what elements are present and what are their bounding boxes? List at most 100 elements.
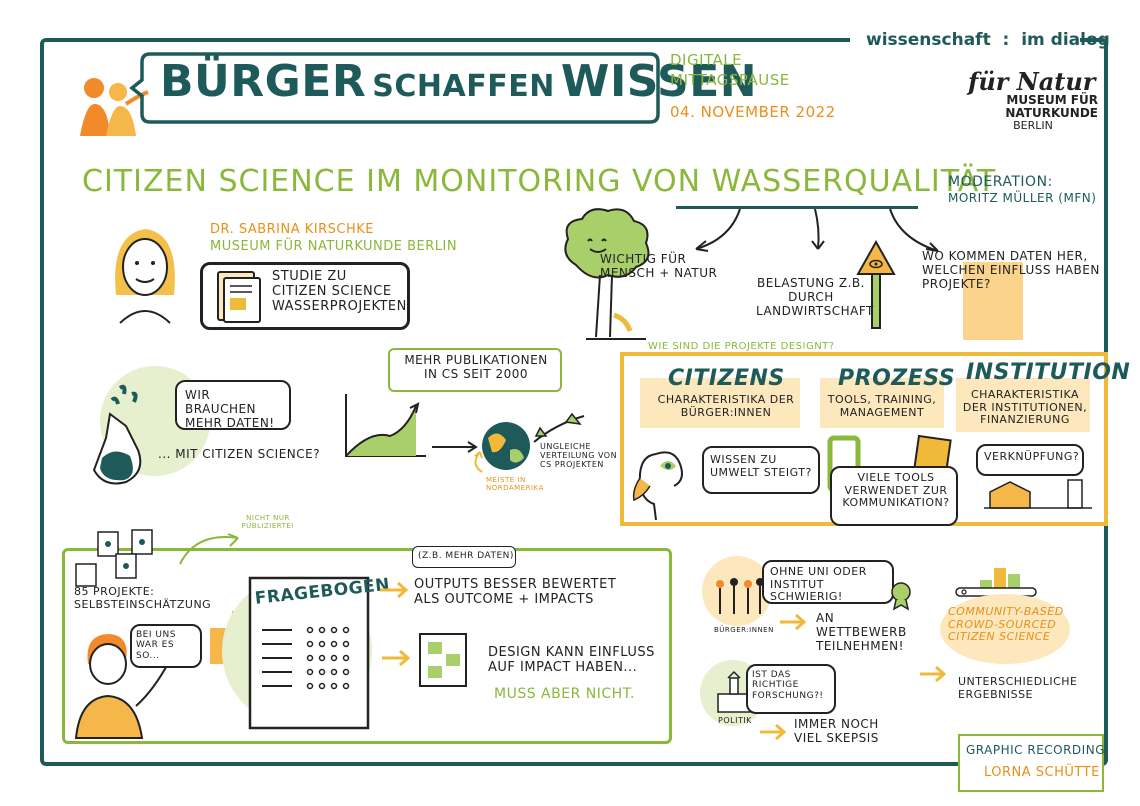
more-data-note-text: (z.B. mehr Daten) bbox=[418, 551, 514, 561]
tree-icon bbox=[564, 208, 650, 340]
branch-2-text: Belastung z.B. durch Landwirtschaft bbox=[756, 276, 874, 318]
more-data-bubble bbox=[175, 380, 291, 430]
not-only-published-text: Nicht nur Publizierte! bbox=[241, 514, 295, 531]
wid-logo: wissenschaft : im dialog bbox=[866, 30, 1110, 50]
warning-sign-icon bbox=[856, 239, 896, 329]
design-box bbox=[620, 352, 1108, 526]
topic-underline bbox=[676, 206, 918, 209]
results-text: Unterschiedliche Ergebnisse bbox=[958, 675, 1078, 701]
study-section-box bbox=[62, 548, 672, 744]
person-icon bbox=[74, 634, 171, 739]
design-impact-text: Design kann Einfluss auf Impact haben... bbox=[488, 645, 655, 675]
sticky-notes-icon bbox=[419, 633, 467, 687]
museum-line-2: NATURKUNDE bbox=[1005, 106, 1098, 121]
citizens-group-icon bbox=[716, 578, 764, 614]
credits-label: Graphic Recording: bbox=[966, 743, 1110, 757]
research-bubble bbox=[746, 664, 836, 714]
study-text: Studie zu Citizen Science Wasserprojekte… bbox=[272, 269, 407, 314]
award-icon bbox=[891, 582, 911, 611]
col-process-title: Prozess bbox=[838, 366, 956, 391]
title-bubble bbox=[129, 52, 660, 124]
north-america-text: Meiste in Nordamerika bbox=[486, 476, 544, 493]
not-must-text: Muss aber nicht. bbox=[494, 686, 635, 702]
speaker-affiliation: Museum für Naturkunde Berlin bbox=[210, 239, 458, 254]
branch-3-text: Wo kommen Daten her, welchen Einfluss ha… bbox=[922, 249, 1100, 291]
design-question: Wie sind die Projekte designt? bbox=[648, 341, 835, 352]
research-text: Ist das richtige Forschung?! bbox=[752, 670, 824, 701]
outputs-text: Outputs besser bewertet als Outcome + Im… bbox=[414, 577, 617, 607]
wid-logo-left: wissenschaft bbox=[866, 30, 991, 50]
questionnaire-icon bbox=[248, 576, 370, 730]
publications-chart-icon bbox=[345, 394, 426, 457]
citizen-head-icon bbox=[632, 451, 683, 521]
buildings-icon bbox=[984, 479, 1092, 509]
bottle-icon bbox=[92, 384, 142, 485]
col-institution-text: Charakteristika der Institutionen, Finan… bbox=[962, 388, 1088, 427]
title-word-1: Bürger bbox=[160, 56, 367, 107]
tools-text: Viele Tools verwendet zur Kommunikation? bbox=[842, 471, 950, 510]
museum-line-3: BERLIN bbox=[1013, 119, 1053, 133]
event-date: 04. November 2022 bbox=[670, 103, 836, 121]
with-citizen-science-text: ... mit Citizen Science? bbox=[158, 447, 321, 461]
moderation-label: Moderation: bbox=[948, 174, 1053, 190]
person-bubble bbox=[130, 624, 202, 668]
community-background bbox=[940, 594, 1070, 664]
politics-label: Politik bbox=[718, 716, 752, 725]
politics-building-icon bbox=[717, 670, 751, 713]
arrow-to-globe-icon bbox=[432, 441, 478, 453]
project-cards-icon bbox=[75, 529, 153, 587]
wid-logo-right: im dialog bbox=[1021, 30, 1110, 50]
data-document-shape bbox=[963, 262, 1023, 340]
results-arrow-icon bbox=[920, 665, 947, 683]
speaker-portrait-icon bbox=[115, 229, 175, 324]
projects-text: 85 Projekte: Selbsteinschätzung bbox=[74, 585, 212, 611]
publications-bubble bbox=[388, 348, 562, 392]
not-only-arrow bbox=[179, 533, 239, 565]
community-text: Community-based crowd-sourced Citizen Sc… bbox=[948, 605, 1064, 644]
person-bubble-text: Bei uns war es so... bbox=[136, 630, 176, 661]
tools-bubble bbox=[830, 466, 958, 526]
people-logo-icon bbox=[80, 78, 149, 136]
frame-gap bbox=[850, 30, 1080, 50]
event-line-2: Mittagspause bbox=[670, 71, 790, 89]
main-title: Bürger schaffen Wissen bbox=[160, 56, 758, 108]
title-word-2: schaffen bbox=[372, 69, 555, 104]
publications-text: Mehr Publikationen in CS seit 2000 bbox=[404, 353, 548, 381]
competition-arrow-icon bbox=[780, 613, 807, 631]
competition-text: An Wettbewerb teilnehmen! bbox=[816, 611, 907, 653]
citizens-highlight bbox=[640, 378, 800, 428]
event-line-1: Digitale bbox=[670, 51, 743, 69]
title-word-3: Wissen bbox=[560, 56, 758, 107]
citizens-label: Bürger:innen bbox=[714, 626, 774, 634]
north-america-arrow bbox=[474, 451, 483, 473]
outputs-arrow-icon bbox=[380, 581, 409, 599]
document-icon bbox=[217, 271, 261, 323]
col-process-text: Tools, Training, Management bbox=[827, 393, 937, 419]
skepticism-text: Immer noch viel Skepsis bbox=[794, 717, 879, 745]
col-institution-title: Institution bbox=[966, 360, 1131, 385]
museum-line-1: MUSEUM FÜR bbox=[1006, 93, 1098, 107]
wid-logo-separator: : bbox=[996, 30, 1016, 50]
design-arrow-icon bbox=[382, 649, 411, 667]
globe-icon bbox=[482, 412, 585, 470]
col-citizens-text: Charakteristika der Bürger:innen bbox=[657, 393, 795, 419]
topic-title: Citizen Science im Monitoring von Wasser… bbox=[82, 164, 997, 199]
credits-name: Lorna Schütte bbox=[984, 765, 1100, 780]
knowledge-bubble bbox=[702, 446, 820, 494]
distribution-text: Ungleiche Verteilung von CS Projekten bbox=[540, 442, 618, 470]
institution-highlight bbox=[956, 378, 1090, 432]
branch-1-text: Wichtig für Mensch + Natur bbox=[600, 252, 718, 280]
col-citizens-title: Citizens bbox=[668, 366, 785, 391]
search-bar-icon bbox=[955, 568, 1037, 597]
skepticism-arrow-icon bbox=[760, 723, 787, 741]
more-data-note bbox=[412, 546, 516, 568]
more-data-text: Wir brauchen mehr Daten! bbox=[185, 388, 275, 430]
link-bubble bbox=[976, 444, 1084, 476]
credits-box bbox=[958, 734, 1104, 792]
speaker-name: Dr. Sabrina Kirschke bbox=[210, 222, 375, 237]
no-uni-bubble bbox=[762, 560, 894, 604]
branch-arrows bbox=[695, 208, 939, 252]
museum-script: für Natur bbox=[968, 67, 1096, 96]
process-highlight bbox=[820, 378, 944, 428]
museum-logo: für Natur MUSEUM FÜR NATURKUNDE BERLIN bbox=[968, 70, 1098, 132]
